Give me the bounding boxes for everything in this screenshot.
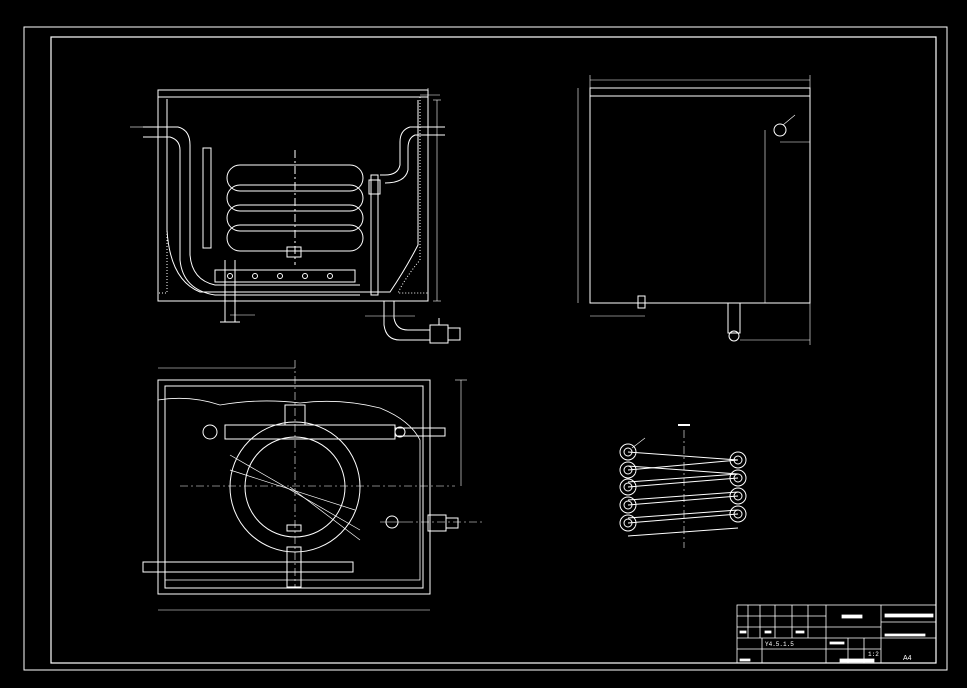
coil-detail-right-circles xyxy=(729,451,747,523)
bottom-pipe xyxy=(142,561,354,573)
riser-tube-inner xyxy=(368,179,381,195)
top-pipe-ext xyxy=(394,427,446,437)
title-block-frame xyxy=(736,604,937,664)
coil-detail-left-circles xyxy=(619,443,637,532)
side-inner xyxy=(589,95,811,304)
riser-tube xyxy=(370,174,379,296)
spray-holes xyxy=(227,273,333,279)
fitting-left xyxy=(202,424,218,440)
title-block xyxy=(736,604,937,664)
inner-border xyxy=(50,36,937,664)
coil-detail-view xyxy=(619,424,747,548)
coil-outer-ring xyxy=(229,421,361,553)
tank-plan-outline xyxy=(157,379,431,595)
valve-handle xyxy=(447,327,461,341)
side-drain xyxy=(727,302,741,334)
tank-insulation-right xyxy=(397,97,428,294)
heating-coil xyxy=(226,164,364,252)
support-rod-left xyxy=(202,147,212,249)
coil-inner-ring xyxy=(244,436,346,538)
outlet-pipe-right xyxy=(380,126,445,184)
side-fitting xyxy=(773,123,787,137)
side-outline xyxy=(589,87,811,304)
top-view xyxy=(142,360,485,611)
tank-plan-inner xyxy=(164,385,424,589)
title-block-part-code: Y4.5.1.5 xyxy=(765,641,794,648)
drain-right xyxy=(383,301,430,341)
tank-insulation-hatch xyxy=(158,89,429,294)
tank-outer-wall xyxy=(157,89,429,302)
outer-border xyxy=(23,26,948,671)
side-view xyxy=(577,75,811,345)
title-block-scale: 1:2 xyxy=(868,651,879,658)
front-section-view xyxy=(130,88,461,344)
side-foot-left xyxy=(637,295,646,309)
spray-bar xyxy=(214,269,356,283)
fitting-right xyxy=(394,426,406,438)
drain-left xyxy=(220,260,240,323)
side-valve xyxy=(427,514,447,532)
title-block-paper-size: A4 xyxy=(903,655,912,662)
break-line xyxy=(157,397,421,581)
coil-detail-tubes xyxy=(627,451,739,537)
valve-body xyxy=(429,324,449,344)
top-pipe xyxy=(224,424,396,440)
coil-bracket xyxy=(286,246,302,258)
tank-inner-wall xyxy=(166,100,419,293)
inlet-pipe-left xyxy=(143,126,360,296)
